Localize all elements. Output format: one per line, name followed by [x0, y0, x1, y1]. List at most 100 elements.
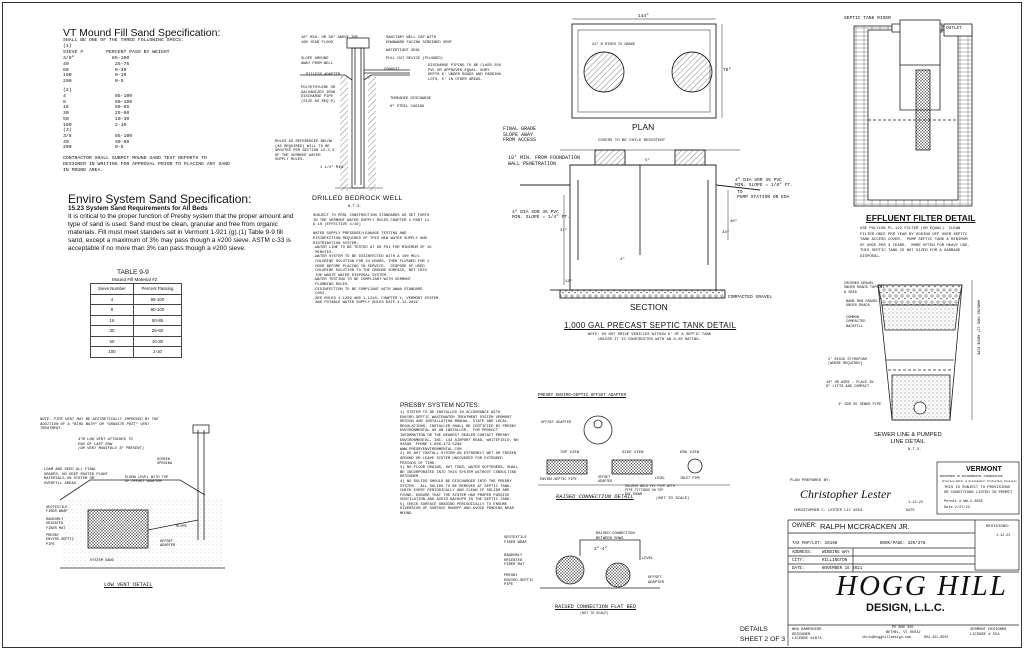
well-label-h: DISCHARGE PIPING TO BE CLASS 250 PVC OR …: [428, 64, 501, 82]
offset-label: OFFSET ADAPTER: [541, 421, 572, 425]
vt-mound-subtitle: SHALL BE ONE OF THE THREE FOLLOWING SPEC…: [63, 38, 184, 43]
well-label-m: 1 1/2" MIN.: [320, 166, 346, 170]
offset-inlet: INLET PIPE: [680, 477, 701, 481]
company-town: BETHEL, VT 05032: [886, 631, 921, 635]
designer-license-line: CHRISTOPHER C. LESTER LIC #554: [794, 509, 863, 513]
book-page: BOOK/PAGE: 320/378: [880, 542, 926, 546]
tank-title: 1,000 GAL PRECAST SEPTIC TANK DETAIL: [564, 321, 737, 330]
tank-pump: TO PUMP STATION OR EDA: [737, 190, 790, 201]
tank-plan: [571, 18, 723, 119]
enviro-subtitle: 15.23 System Sand Requirements for All B…: [68, 205, 208, 212]
tank-dim-width: 144": [638, 14, 649, 19]
tank-foundation: 10' MIN. FROM FOUNDATION WALL PENETRATIO…: [508, 155, 581, 167]
flat-label-d: RAISED CONNECTION BETWEEN ROWS: [596, 532, 635, 541]
permit-text: THIS IS SUBJECT TO PROVISIONS OR CONDITI…: [944, 486, 1013, 495]
low-vent-label-i: OFFSET ADAPTER: [160, 540, 176, 549]
well-label-f: PITLESS ADAPTER: [306, 73, 341, 77]
low-vent-label-h: SLOPE: [176, 525, 187, 529]
low-vent-label-j: SYSTEM SAND: [90, 559, 114, 563]
vermont-dept: DEPARTMENT OF ENVIRONMENTAL CONSERVATION: [940, 475, 1003, 478]
low-vent-label-f: RANDOMLY ORIENTED FIBER MAT: [46, 518, 66, 531]
tank-plan-label: PLAN: [632, 122, 655, 132]
tank-covers: COVERS TO BE CHILD RESISTENT: [598, 139, 666, 143]
low-vent-label-d: ELBOW LEVEL WITH TOP OF OFFSET ADAPTER: [125, 476, 169, 485]
low-vent-label-c: LOAM AND SEED ALL FINAL GRADES, NO DEEP …: [44, 468, 108, 486]
offset-level: LEVEL: [655, 477, 666, 481]
date2-value: NOVEMBER 16 2021: [822, 567, 863, 571]
effluent-title: EFFLUENT FILTER DETAIL: [866, 213, 976, 223]
city-label: CITY:: [792, 559, 805, 563]
owner-name: RALPH MCCRACKEN JR.: [820, 522, 910, 531]
well-nts: N.T.S.: [348, 205, 362, 209]
offset-notes: SOLVENT WELD PVC PIPE WITH PIPE FITTINGS…: [625, 484, 675, 496]
vermont-division: Drinking Water & Groundwater Protection …: [942, 480, 1017, 483]
offset-top-view: TOP VIEW: [560, 451, 580, 455]
offset-adapter-label: OFFSET ADAPTER: [598, 476, 613, 484]
tank-dim-d2: 40": [730, 220, 738, 224]
table99-title: TABLE 9-9: [117, 269, 149, 276]
effluent-outlet-label: OUTLET: [946, 26, 962, 31]
tank-dim-d1: 5": [645, 159, 650, 163]
tank-outlet-pipe: 4" DIA SDR 35 PVC MIN. SLOPE = 1/8" FT.: [735, 178, 793, 189]
sewer-label-c: COMMON COMPACTED BACKFILL: [846, 316, 866, 329]
low-vent-label-e: GEOTEXTILE FIBER WRAP: [46, 506, 68, 515]
presby-notes-text: 1) SYSTEM TO BE INSTALLED IN ACCORDANCE …: [400, 411, 519, 517]
vt-mound-note: CONTRACTOR SHALL SUBMIT MOUND SAND TEST …: [63, 156, 230, 173]
low-vent-label-b: SCREEN OPENING: [157, 458, 173, 467]
tank-dim-d3: 37": [560, 229, 568, 233]
title-block-lines: [787, 461, 1020, 646]
company-name: HOGG HILL: [836, 570, 1008, 602]
vt-mound-spec1: 3/8" 85-100 40 25-75 60 0-30 100 0-10 20…: [63, 56, 130, 85]
sewer-title: SEWER LINE & PUMPED LINE DETAIL: [874, 432, 942, 445]
tank-inlet-pipe: 4" DIA SDR 35 PVC MIN. SLOPE = 1/4" FT.: [512, 210, 570, 221]
well-label-c: WATERTIGHT SEAL: [386, 49, 421, 53]
permit-date: Date 2/27/22: [944, 506, 970, 510]
sewer-label-a: CRUSHED GRAVEL UNDER ROADS TOPSOIL & SEE…: [844, 282, 885, 295]
sewer-nts: N.T.S.: [908, 448, 922, 452]
sewer-label-d: 2' RIGID STYROFOAM (WHERE REQUIRED): [828, 358, 867, 367]
tank-section-label: SECTION: [630, 302, 668, 312]
well-label-d: PULL OUT DEVICE (PLUGGED): [386, 57, 443, 61]
table-cell: 2-10: [132, 346, 183, 358]
owner-label: OWNER:: [792, 523, 817, 529]
flat-label-b: RANDOMLY ORIENTED FIBER MAT: [504, 554, 525, 568]
tank-section: [520, 149, 761, 299]
sheet-details-label: DETAILS: [740, 626, 768, 633]
address-label: ADDRESS:: [792, 551, 813, 555]
well-label-k: 6" STEEL CASING: [390, 105, 425, 109]
nh-license: NEW HAMPSHIRE DESIGNER LICENSE #1674: [792, 628, 822, 642]
raised-title: RAISED CONNECTION DETAIL: [556, 494, 634, 500]
vt-mound-spec2: (2) 4 95-100 8 80-100 16 50-85 30 25-60 …: [63, 88, 133, 128]
address-value: WINDING WAY: [822, 551, 850, 555]
low-vent-label-a: 4"Ø LOW VENT ATTACHED TO END OF LAST ROW…: [78, 438, 145, 452]
vt-mound-spec3: (3) 3/8 85-100 40 30-50 200 0-5: [63, 128, 133, 151]
sewer-label-g: WARNING TAPE 12" ABOVE PIPE: [975, 300, 980, 355]
offset-adapter-drawing: [538, 415, 730, 486]
vt-mound-header: (1) SIEVE # PERCENT PASS BY WEIGHT: [63, 44, 170, 55]
offset-pipe: ENVIRO-SEPTIC PIPE: [540, 478, 577, 482]
well-label-e: SLOPE GROUND AWAY FROM WELL: [301, 57, 333, 66]
flat-bed-nts: (NOT TO SCALE): [580, 612, 609, 616]
tank-final-grade: FINAL GRADE SLOPE AWAY FROM ACCESS: [503, 126, 537, 143]
date2-label: DATE:: [792, 567, 805, 571]
permit-number: Permit # WW-2-3635: [944, 500, 983, 504]
sewer-label-b: BANK RUN GRAVEL UNDER ROADS: [846, 300, 879, 309]
offset-end-view: END VIEW: [680, 451, 700, 455]
vt-license: VERMONT DESIGNER LICENSE # 554: [970, 628, 1007, 637]
raised-nts: (NOT TO SCALE): [656, 497, 690, 501]
revision-1: 1-12-22: [996, 534, 1011, 538]
well-label-i: POLYETHYLENE OR GALVANIZED IRON DISCHARG…: [301, 86, 336, 104]
plan-prepared-label: PLAN PREPARED BY:: [790, 479, 831, 483]
flat-label-g: OFFSET ADAPTER: [648, 576, 664, 585]
city-value: KILLINGTON: [822, 559, 848, 563]
flat-label-e: 2"-4": [594, 547, 608, 552]
low-vent-label-g: PRESBY ENVIRO-SEPTIC PIPE: [46, 534, 75, 547]
offset-title: PRESBY ENVIRO-SEPTIC OFFSET ADAPTER: [538, 394, 626, 398]
well-title: DRILLED BEDROCK WELL: [312, 195, 403, 202]
flat-label-f: LEVEL: [642, 557, 654, 561]
effluent-filter-drawing: [853, 19, 973, 207]
sewer-label-e: 10" OR WIRE - PLACE IN 6" LIFTS AND COMP…: [826, 381, 874, 390]
well-label-j: THREADED DISCHARGE: [390, 97, 432, 101]
